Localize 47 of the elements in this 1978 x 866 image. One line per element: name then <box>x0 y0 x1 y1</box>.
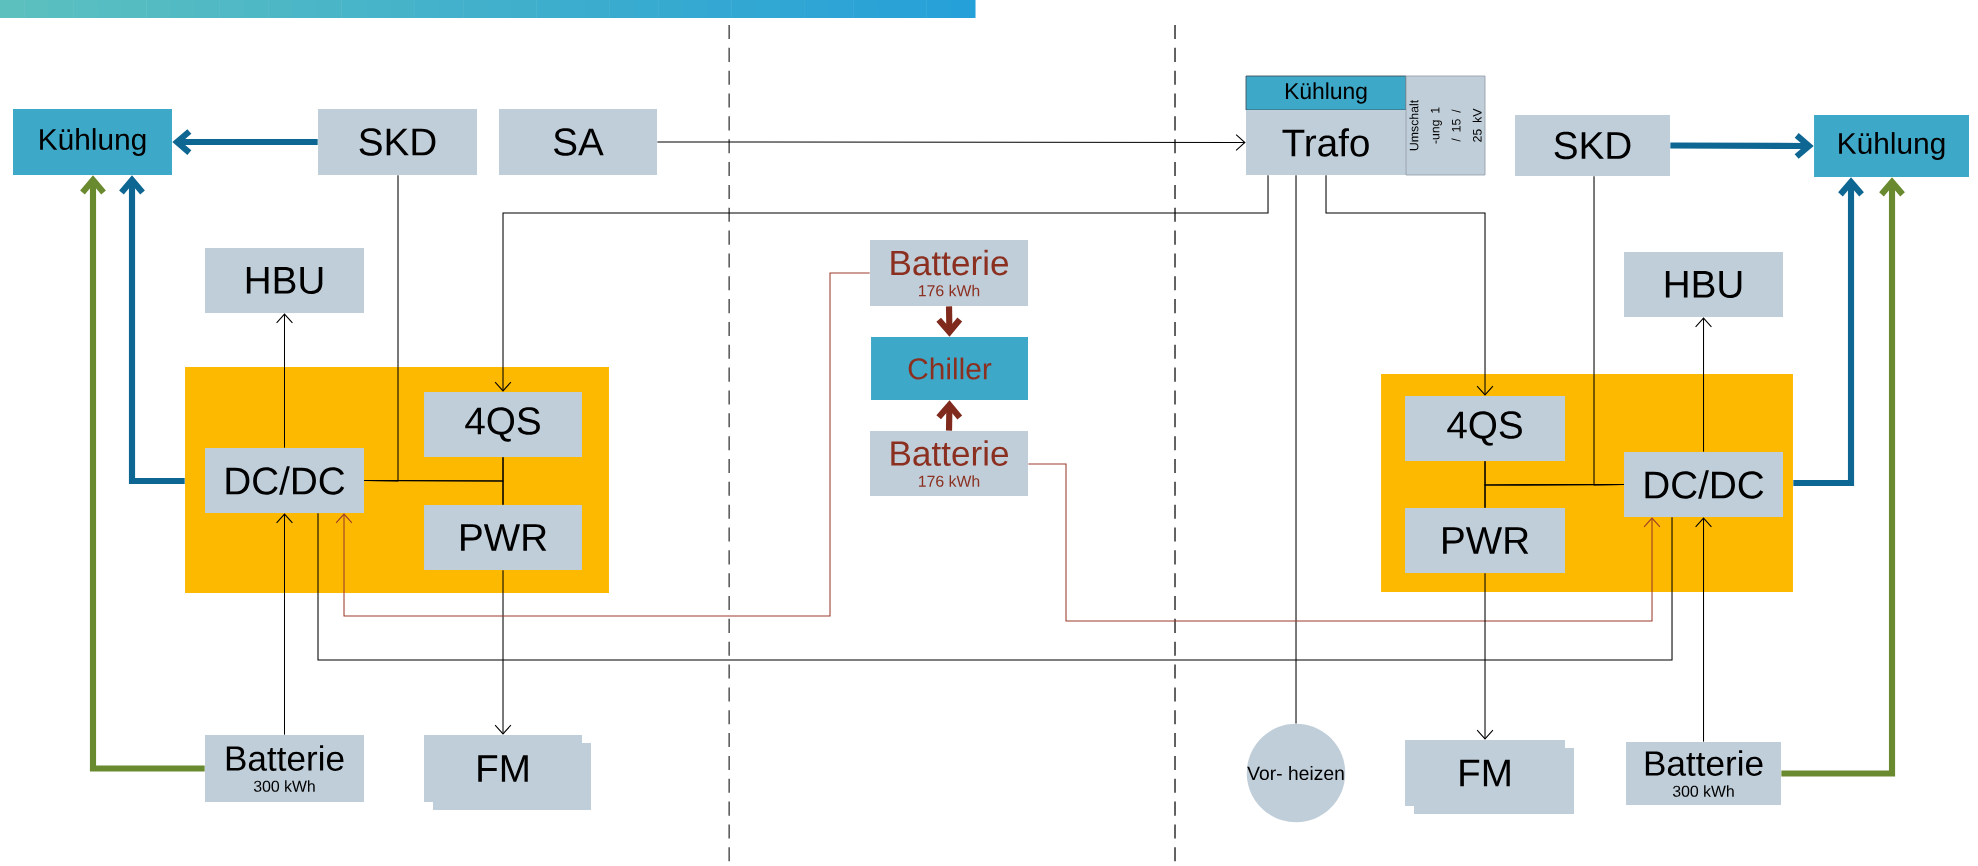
process-box: 4QS <box>1405 396 1565 461</box>
side-panel: Umschalt -ung 1 / 15 / 25 kV <box>1405 75 1486 176</box>
battery-box: Batterie 176 kWh <box>870 431 1028 496</box>
battery-box: Batterie 300 kWh <box>1626 742 1781 805</box>
arrow <box>1695 517 1712 743</box>
arrow <box>1476 572 1494 740</box>
arrow <box>80 175 205 772</box>
arrow <box>119 175 185 485</box>
process-box: HBU <box>205 248 364 313</box>
process-box: DC/DC <box>1624 452 1783 517</box>
battery-box: Batterie 176 kWh <box>870 240 1028 306</box>
connector-line <box>1295 174 1297 724</box>
arrow <box>172 129 318 155</box>
connector-line <box>317 512 1673 661</box>
cooling-box: Kühlung <box>1814 115 1969 177</box>
arrow <box>1670 133 1814 159</box>
arrow <box>936 400 963 431</box>
process-box: DC/DC <box>205 448 364 513</box>
process-box: HBU <box>1624 252 1783 317</box>
process-box: SKD <box>318 109 477 175</box>
process-box: 4QS <box>424 392 582 457</box>
arrow <box>494 569 512 735</box>
process-box: SKD <box>1515 115 1670 176</box>
arrow <box>335 272 871 617</box>
battery-box: Batterie 300 kWh <box>205 735 364 802</box>
connector-line <box>502 456 504 506</box>
chiller-box: Chiller <box>871 337 1028 400</box>
arrow <box>276 313 293 449</box>
arrow <box>1325 174 1494 396</box>
process-box: PWR <box>424 505 582 570</box>
stacked-box: FM <box>1405 740 1574 814</box>
process-box: PWR <box>1405 508 1565 573</box>
arrow <box>494 174 1269 392</box>
connector-line <box>1484 460 1486 509</box>
arrow <box>1793 177 1864 487</box>
stacked-box: FM <box>424 735 591 810</box>
arrow <box>656 134 1246 151</box>
process-box: SA <box>499 109 657 175</box>
node-label: Trafo <box>1282 128 1369 157</box>
arrow <box>1695 317 1712 453</box>
cooling-box: Kühlung <box>13 109 172 175</box>
arrow <box>276 513 293 736</box>
arrow <box>1781 177 1905 777</box>
header-band: Kühlung <box>1245 75 1407 111</box>
arrow <box>1027 463 1661 622</box>
process-box: Trafo <box>1246 110 1406 175</box>
arrow <box>936 306 963 337</box>
